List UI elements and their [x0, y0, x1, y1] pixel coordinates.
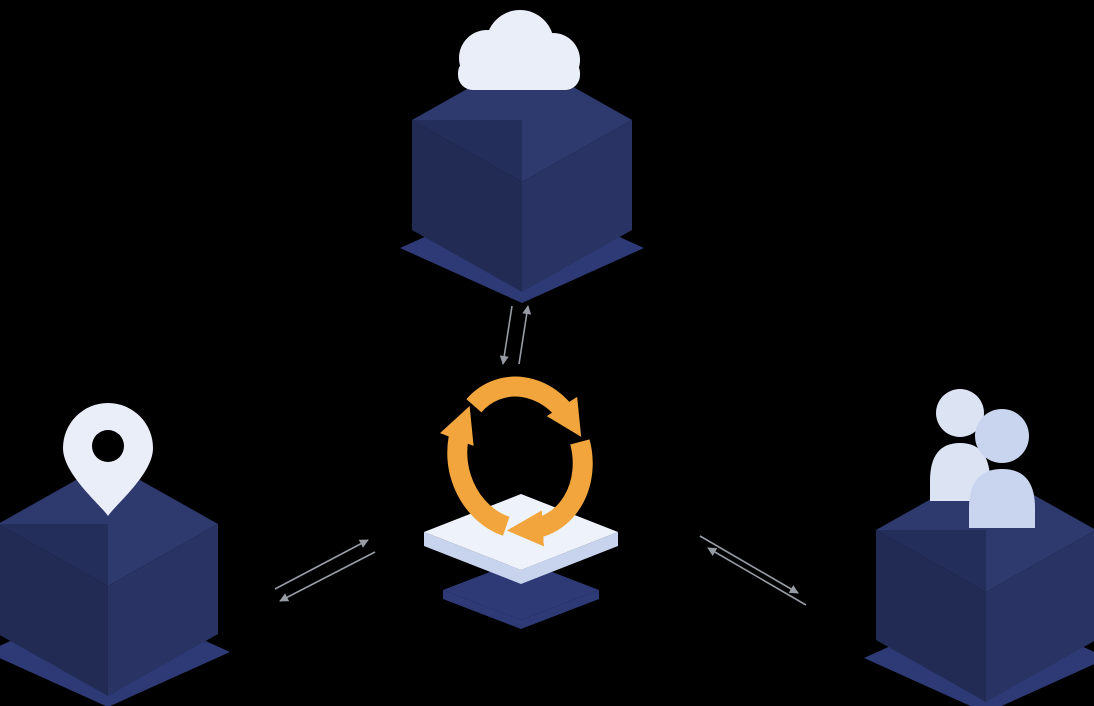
users-icon: [930, 389, 1035, 528]
sync-arc-1: [506, 439, 593, 547]
connector-cloud-hub: [499, 305, 532, 365]
cloud-node-cube: [400, 58, 644, 303]
connector-location-hub: [274, 539, 376, 602]
sync-hub: [424, 376, 618, 629]
cloud-node: [400, 10, 644, 303]
hub-platform-top: [424, 494, 618, 570]
sync-arc-3: [466, 376, 582, 437]
connector-line-to-node: [279, 551, 376, 602]
users-node: [864, 389, 1094, 706]
hub-platform-side-right: [521, 532, 618, 584]
hub-platform: [424, 494, 618, 584]
hub-base-side-right: [521, 590, 599, 629]
user-front-body: [969, 469, 1035, 528]
connector-line-to-hub: [707, 547, 807, 606]
map-pin-icon: [63, 403, 153, 516]
hub-base-slab: [443, 560, 599, 629]
sync-arc-2: [439, 405, 510, 536]
cloud-base: [458, 58, 580, 90]
location-node: [0, 403, 230, 706]
connector-line-up: [518, 305, 532, 365]
cloud-icon: [458, 10, 580, 90]
user-front-silhouette: [969, 409, 1035, 528]
hub-platform-side-left: [424, 532, 521, 584]
hub-base-side-left: [443, 590, 521, 629]
connector-users-hub: [699, 535, 807, 606]
user-front-head: [975, 409, 1029, 463]
sync-arrows-icon: [439, 376, 593, 547]
connector-line-down: [499, 305, 513, 365]
connector-line-to-node: [699, 535, 799, 594]
connector-line-to-hub: [274, 539, 369, 590]
user-back-head: [936, 389, 984, 437]
